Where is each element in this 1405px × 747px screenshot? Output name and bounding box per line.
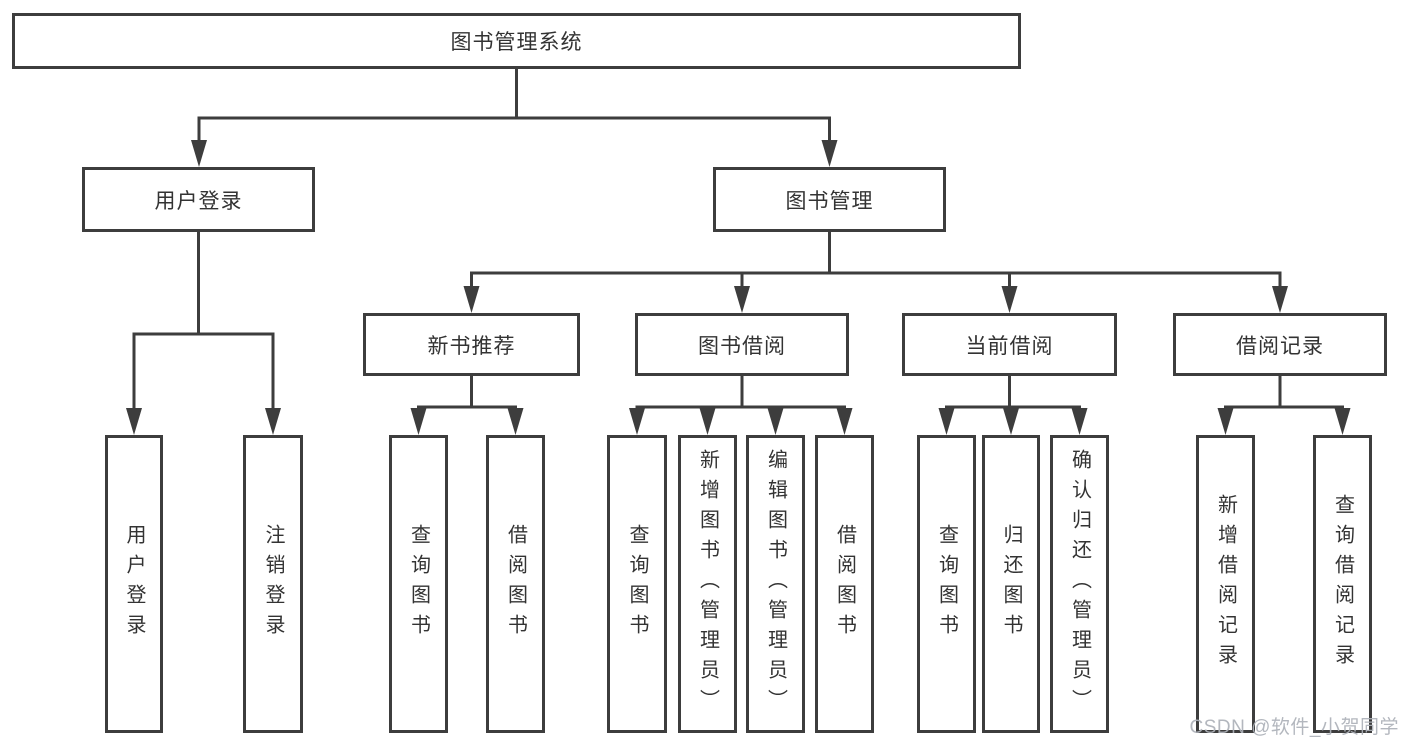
node-library-management-system: 图书管理系统: [12, 13, 1021, 69]
csdn-watermark: CSDN @软件_小贺同学: [1189, 717, 1399, 738]
node-book-management: 图书管理: [713, 167, 946, 232]
node-leaf-user-login: 用户登录: [105, 435, 163, 733]
node-leaf-logout: 注销登录: [243, 435, 303, 733]
node-user-login: 用户登录: [82, 167, 315, 232]
node-book-borrowing: 图书借阅: [635, 313, 849, 376]
node-leaf-cb-query-books: 查询图书: [917, 435, 976, 733]
node-leaf-bb-edit-books-admin: 编辑图书（管理员）: [746, 435, 805, 733]
node-leaf-cb-return-books: 归还图书: [982, 435, 1040, 733]
node-leaf-bb-query-books: 查询图书: [607, 435, 667, 733]
node-leaf-bb-borrow-books: 借阅图书: [815, 435, 874, 733]
node-leaf-bb-add-books-admin: 新增图书（管理员）: [678, 435, 737, 733]
node-leaf-nb-query-books: 查询图书: [389, 435, 448, 733]
node-new-book-recommend: 新书推荐: [363, 313, 580, 376]
node-leaf-nb-borrow-books: 借阅图书: [486, 435, 545, 733]
node-leaf-br-query-record: 查询借阅记录: [1313, 435, 1372, 733]
node-leaf-cb-confirm-return: 确认归还（管理员）: [1050, 435, 1109, 733]
node-leaf-br-add-record: 新增借阅记录: [1196, 435, 1255, 733]
node-borrowing-records: 借阅记录: [1173, 313, 1387, 376]
node-current-borrowing: 当前借阅: [902, 313, 1117, 376]
